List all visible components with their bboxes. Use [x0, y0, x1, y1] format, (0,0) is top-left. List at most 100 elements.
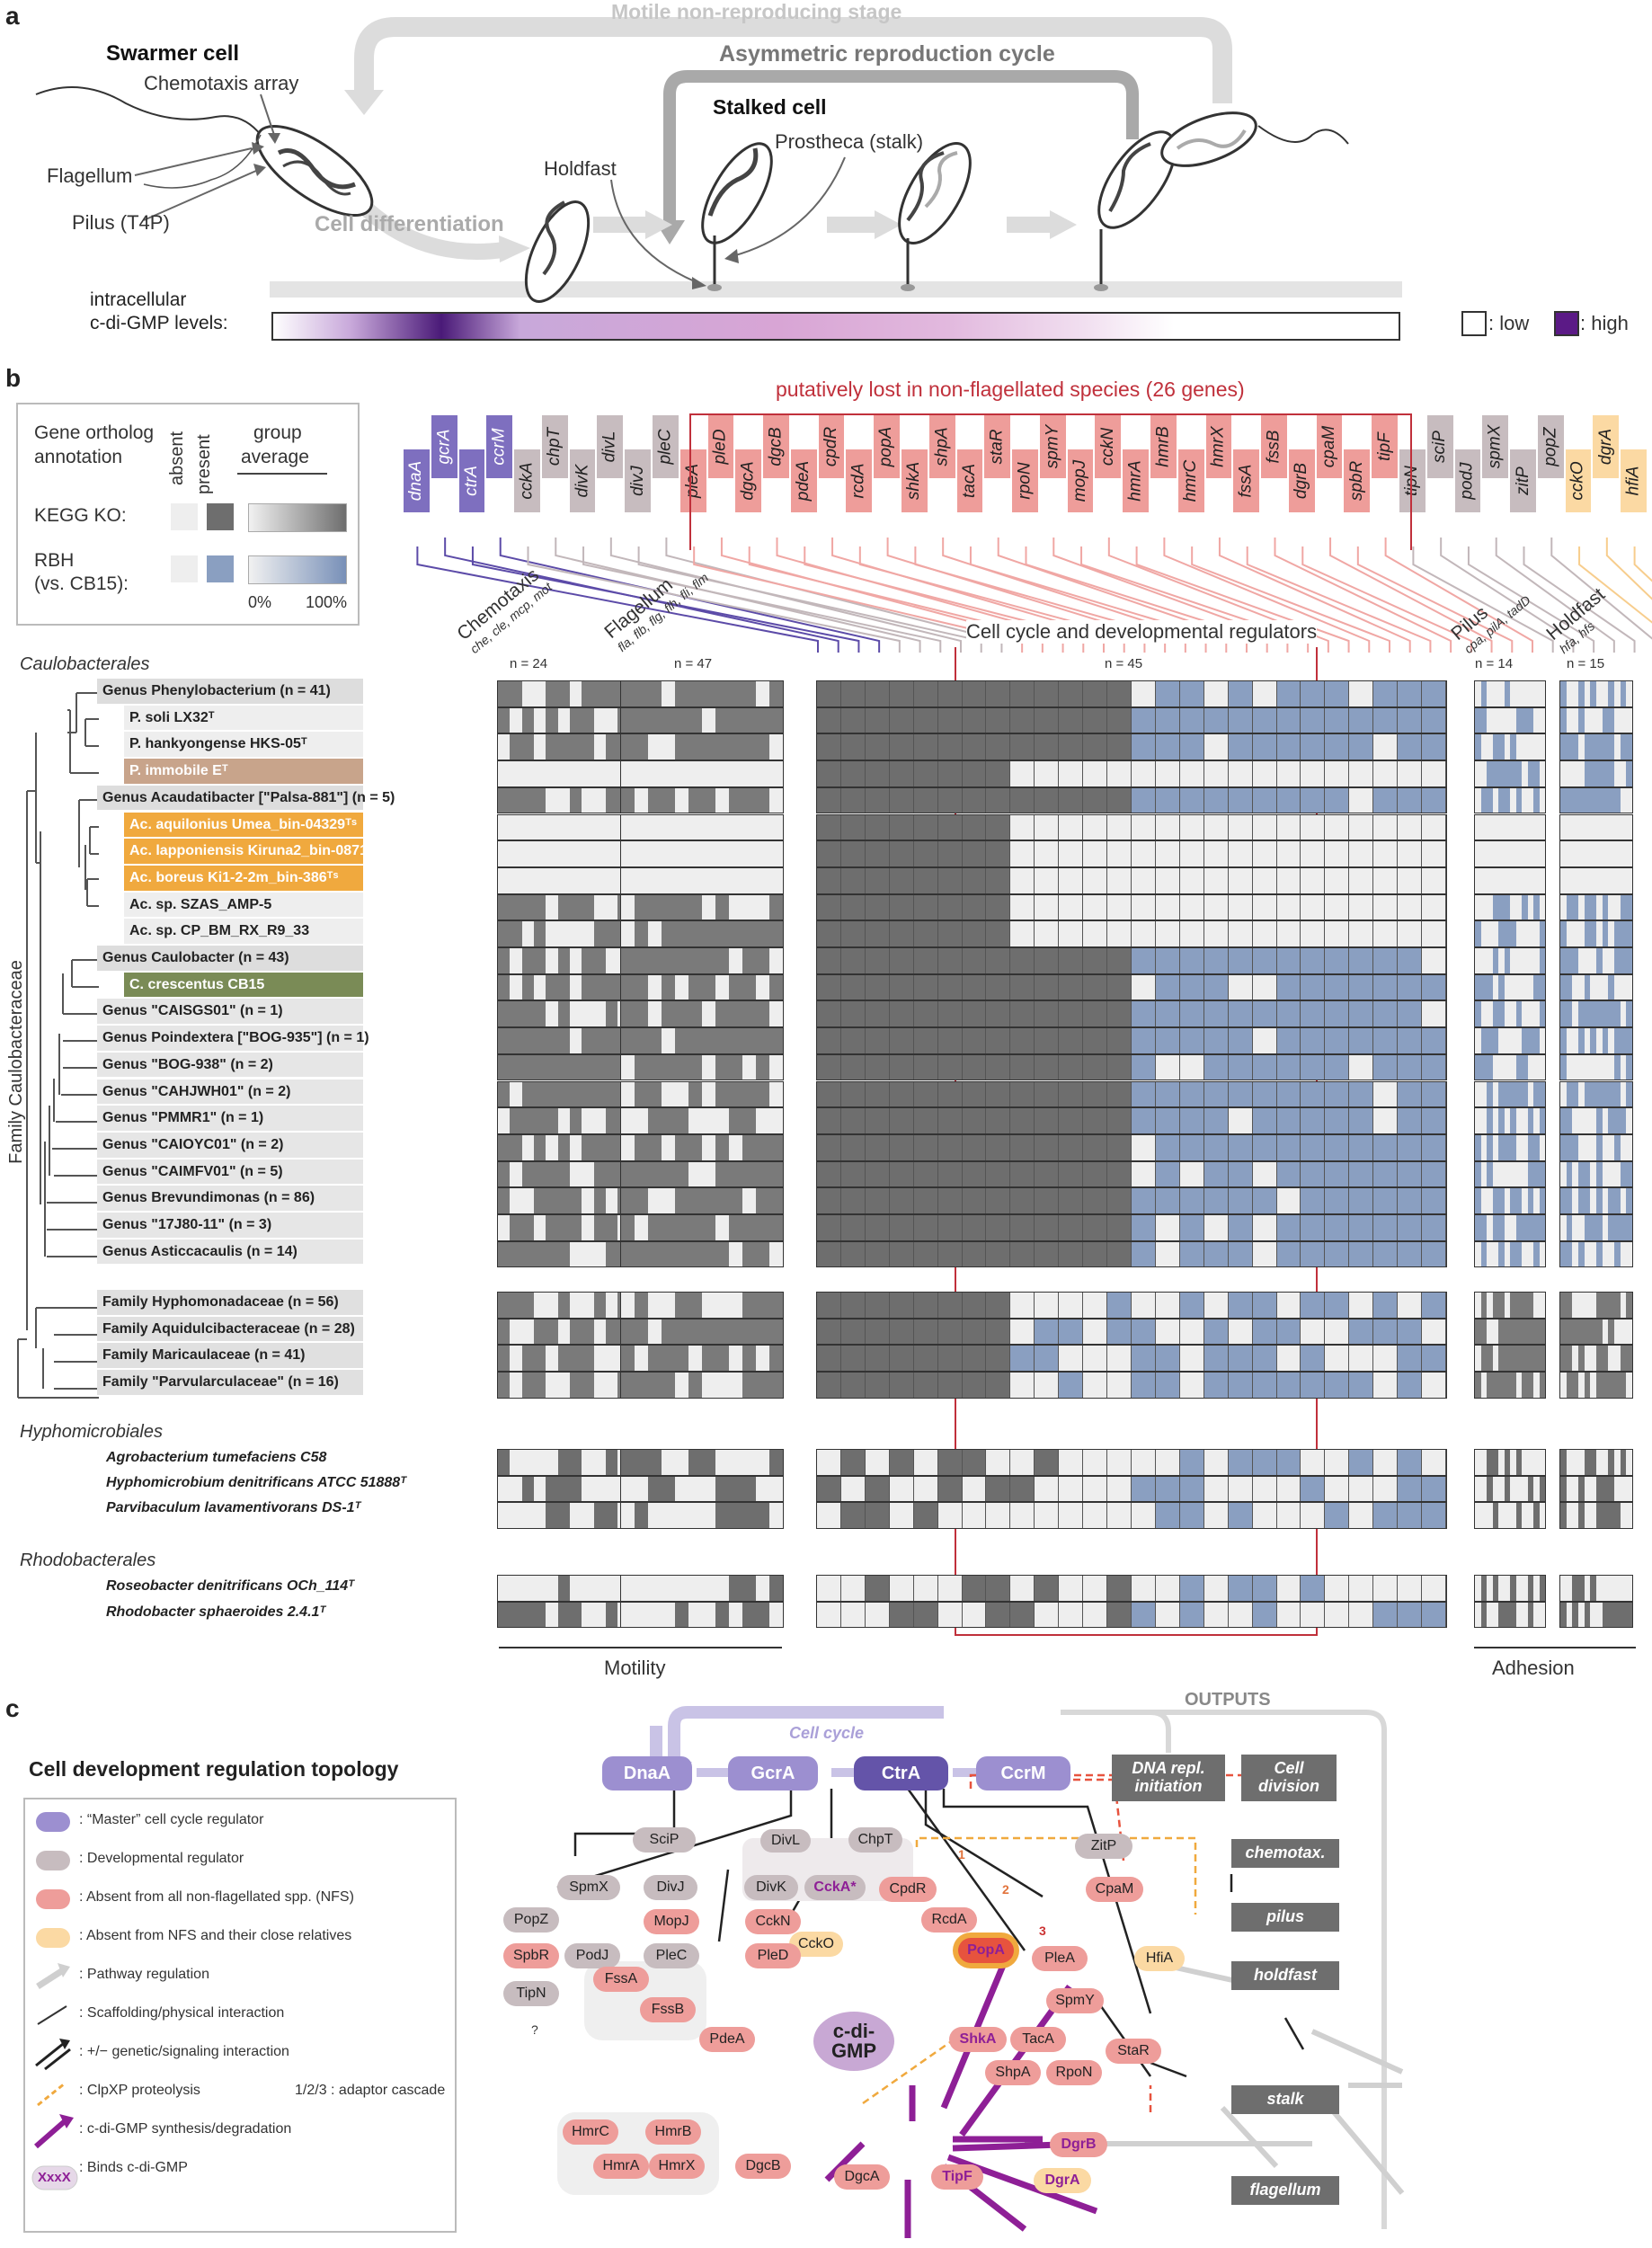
heatmap-cell — [1349, 1576, 1374, 1601]
heatmap-cell — [702, 948, 715, 973]
heatmap-cell — [840, 1293, 866, 1318]
heatmap-cell — [1614, 1602, 1621, 1628]
heatmap-cell — [1010, 1108, 1035, 1133]
heatmap-cell — [769, 1028, 783, 1053]
heatmap-row — [497, 1575, 643, 1602]
heatmap-cell — [1475, 1215, 1481, 1240]
heatmap-cell — [1010, 1054, 1035, 1080]
heatmap-cell — [702, 1576, 715, 1601]
heatmap-cell — [889, 841, 914, 866]
heatmap-cell — [1373, 1319, 1399, 1345]
heatmap-cell — [1276, 1602, 1301, 1628]
heatmap-cell — [582, 707, 594, 733]
heatmap-cell — [1492, 707, 1498, 733]
heatmap-cell — [510, 1215, 522, 1240]
heatmap-cell — [1480, 814, 1487, 840]
heatmap-cell — [533, 707, 546, 733]
topology-legend-lost: : Absent from all non-flagellated spp. (… — [79, 1889, 354, 1905]
heatmap-cell — [769, 1215, 783, 1240]
heatmap-cell — [533, 1081, 546, 1107]
heatmap-cell — [521, 894, 534, 920]
heatmap-cell — [1515, 1081, 1522, 1107]
heatmap-cell — [889, 814, 914, 840]
heatmap-cell — [1131, 867, 1156, 893]
gene-header-cpdR: cpdR — [818, 415, 845, 478]
heatmap-cell — [1510, 761, 1516, 786]
heatmap-cell — [1498, 1319, 1505, 1345]
heatmap-cell — [937, 1346, 963, 1372]
heatmap-cell — [1527, 707, 1533, 733]
heatmap-cell — [1059, 1001, 1084, 1027]
heatmap-cell — [1203, 921, 1229, 946]
heatmap-cell — [546, 1188, 558, 1213]
heatmap-cell — [1608, 1373, 1615, 1398]
heatmap-cell — [715, 787, 729, 813]
heatmap-cell — [582, 1476, 594, 1502]
heatmap-cell — [1626, 1346, 1633, 1372]
heatmap-cell — [1596, 1293, 1603, 1318]
heatmap-cell — [715, 1161, 729, 1187]
heatmap-cell — [1590, 1001, 1597, 1027]
heatmap-cell — [715, 1602, 729, 1628]
heatmap-cell — [1252, 974, 1277, 1000]
heatmap-cell — [729, 974, 742, 1000]
heatmap-cell — [1010, 787, 1035, 813]
heatmap-cell — [498, 1161, 511, 1187]
heatmap-cell — [702, 1081, 715, 1107]
stalked-cell-label: Stalked cell — [713, 95, 827, 119]
heatmap-cell — [1373, 1373, 1399, 1398]
heatmap-cell — [1107, 707, 1132, 733]
heatmap-cell — [1107, 734, 1132, 760]
heatmap-cell — [569, 1602, 582, 1628]
heatmap-cell — [742, 707, 756, 733]
heatmap-cell — [817, 1054, 841, 1080]
heatmap-row — [816, 1107, 1447, 1134]
heatmap-cell — [756, 1188, 769, 1213]
heatmap-cell — [1349, 841, 1374, 866]
heatmap-cell — [688, 1188, 702, 1213]
heatmap-cell — [1590, 841, 1597, 866]
heatmap-cell — [1510, 1054, 1516, 1080]
heatmap-cell — [1527, 1319, 1533, 1345]
heatmap-cell — [1083, 1346, 1108, 1372]
heatmap-cell — [648, 1373, 662, 1398]
heatmap-cell — [1504, 734, 1510, 760]
heatmap-cell — [1504, 974, 1510, 1000]
taxon-row: P. hankyongense HKS-05ᵀ — [124, 732, 363, 758]
heatmap-cell — [962, 1319, 987, 1345]
heatmap-cell — [1059, 681, 1084, 706]
heatmap-cell — [729, 814, 742, 840]
heatmap-cell — [913, 1450, 938, 1475]
heatmap-row — [620, 1449, 784, 1476]
heatmap-cell — [1349, 1476, 1374, 1502]
heatmap-cell — [1276, 1293, 1301, 1318]
heatmap-cell — [1228, 1188, 1253, 1213]
node-popa: PopA — [958, 1938, 1014, 1963]
heatmap-cell — [521, 681, 534, 706]
node-dgra: DgrA — [1034, 2168, 1091, 2193]
heatmap-cell — [1487, 841, 1493, 866]
heatmap-cell — [1475, 974, 1481, 1000]
heatmap-cell — [1301, 894, 1326, 920]
heatmap-cell — [1522, 787, 1528, 813]
low-label: : low — [1488, 312, 1530, 334]
heatmap-cell — [817, 1293, 841, 1318]
heatmap-cell — [756, 787, 769, 813]
heatmap-cell — [1510, 921, 1516, 946]
heatmap-cell — [715, 761, 729, 786]
heatmap-row — [816, 1214, 1447, 1241]
heatmap-cell — [1422, 1028, 1446, 1053]
heatmap-cell — [1578, 948, 1585, 973]
heatmap-cell — [1228, 1602, 1253, 1628]
heatmap-cell — [688, 1450, 702, 1475]
heatmap-cell — [1059, 921, 1084, 946]
heatmap-cell — [593, 1503, 606, 1529]
heatmap-cell — [1614, 867, 1621, 893]
heatmap-row — [1474, 866, 1546, 894]
heatmap-cell — [521, 1346, 534, 1372]
heatmap-cell — [1614, 1319, 1621, 1345]
heatmap-cell — [840, 1215, 866, 1240]
heatmap-cell — [1608, 1188, 1615, 1213]
heatmap-cell — [1475, 1028, 1481, 1053]
heatmap-cell — [546, 1293, 558, 1318]
